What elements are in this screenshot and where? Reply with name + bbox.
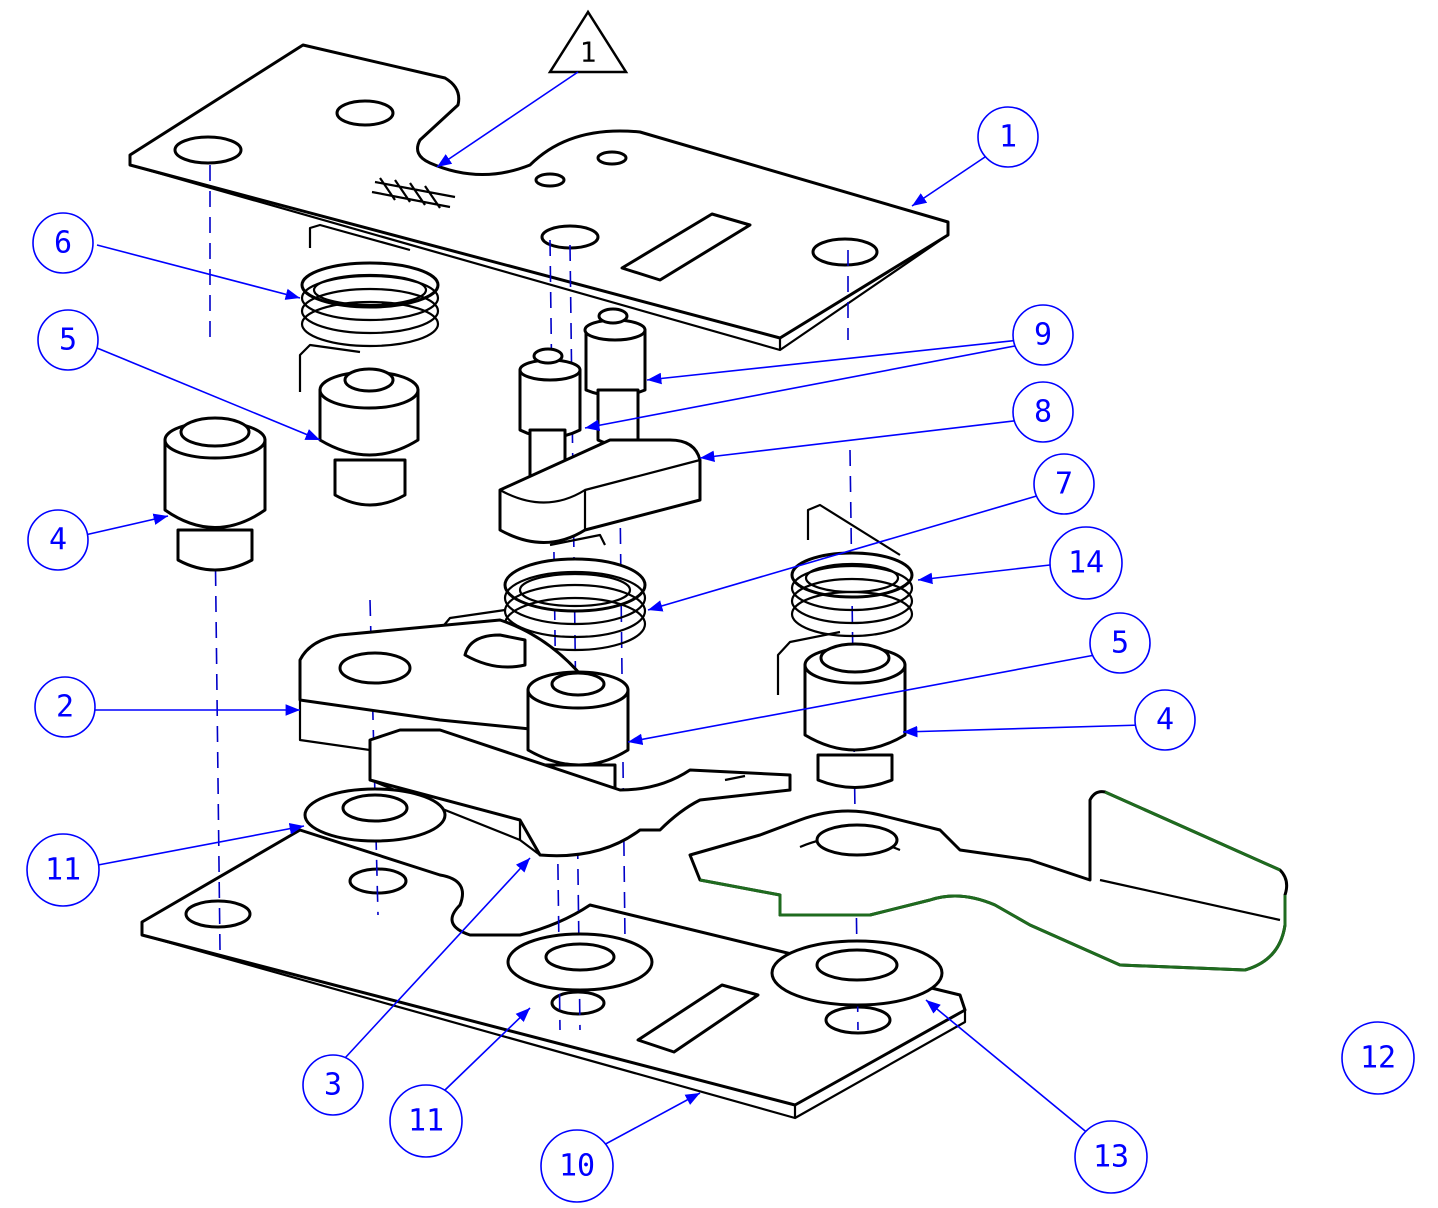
balloon-11-bottom: 11 [389, 1084, 463, 1158]
leader-lines [84, 71, 1143, 1148]
balloon-2: 2 [34, 676, 96, 738]
washer-13 [770, 939, 944, 1007]
balloon-8: 8 [1012, 381, 1074, 443]
balloon-10: 10 [540, 1129, 614, 1203]
balloon-3: 3 [302, 1054, 364, 1116]
release-lever-12 [688, 790, 1289, 972]
balloon-10-label: 10 [559, 1149, 595, 1184]
balloon-4-right-label: 4 [1156, 703, 1174, 738]
balloon-11-bottom-label: 11 [408, 1104, 444, 1139]
balloon-1-label: 1 [999, 120, 1017, 155]
torsion-spring-6 [298, 223, 440, 392]
torsion-spring-14 [776, 503, 914, 695]
bushing-5-left [318, 367, 420, 507]
balloon-5-right-label: 5 [1111, 626, 1129, 661]
balloon-11-left: 11 [26, 833, 100, 907]
washer-11-bottom [506, 932, 654, 992]
balloon-12-label: 12 [1360, 1041, 1396, 1076]
note-triangle: 1 [547, 9, 629, 74]
top-plate [128, 43, 950, 352]
pins-9 [518, 307, 647, 487]
balloon-4-left-label: 4 [49, 523, 67, 558]
balloon-4-right: 4 [1134, 689, 1196, 751]
balloon-7-label: 7 [1055, 467, 1073, 502]
balloon-5-left-label: 5 [59, 323, 77, 358]
balloon-13-label: 13 [1093, 1140, 1129, 1175]
balloon-4-left: 4 [27, 509, 89, 571]
balloon-1: 1 [977, 106, 1039, 168]
bushing-4-left [163, 416, 267, 572]
balloon-11-left-label: 11 [45, 853, 81, 888]
washer-11-left [303, 787, 447, 843]
lever-8 [498, 438, 702, 544]
balloon-2-label: 2 [56, 690, 74, 725]
balloon-3-label: 3 [324, 1068, 342, 1103]
balloon-9-label: 9 [1034, 318, 1052, 353]
balloon-14-label: 14 [1068, 546, 1104, 581]
balloon-7: 7 [1033, 453, 1095, 515]
balloon-8-label: 8 [1034, 395, 1052, 430]
bushing-4-right [803, 642, 907, 789]
balloon-6-label: 6 [54, 226, 72, 261]
balloon-6: 6 [32, 212, 94, 274]
balloon-9: 9 [1012, 304, 1074, 366]
balloon-5-left: 5 [37, 309, 99, 371]
balloon-5-right: 5 [1089, 612, 1151, 674]
balloon-14: 14 [1049, 526, 1123, 600]
balloon-12: 12 [1341, 1021, 1415, 1095]
balloon-13: 13 [1074, 1120, 1148, 1194]
note-text: 1 [580, 36, 597, 69]
